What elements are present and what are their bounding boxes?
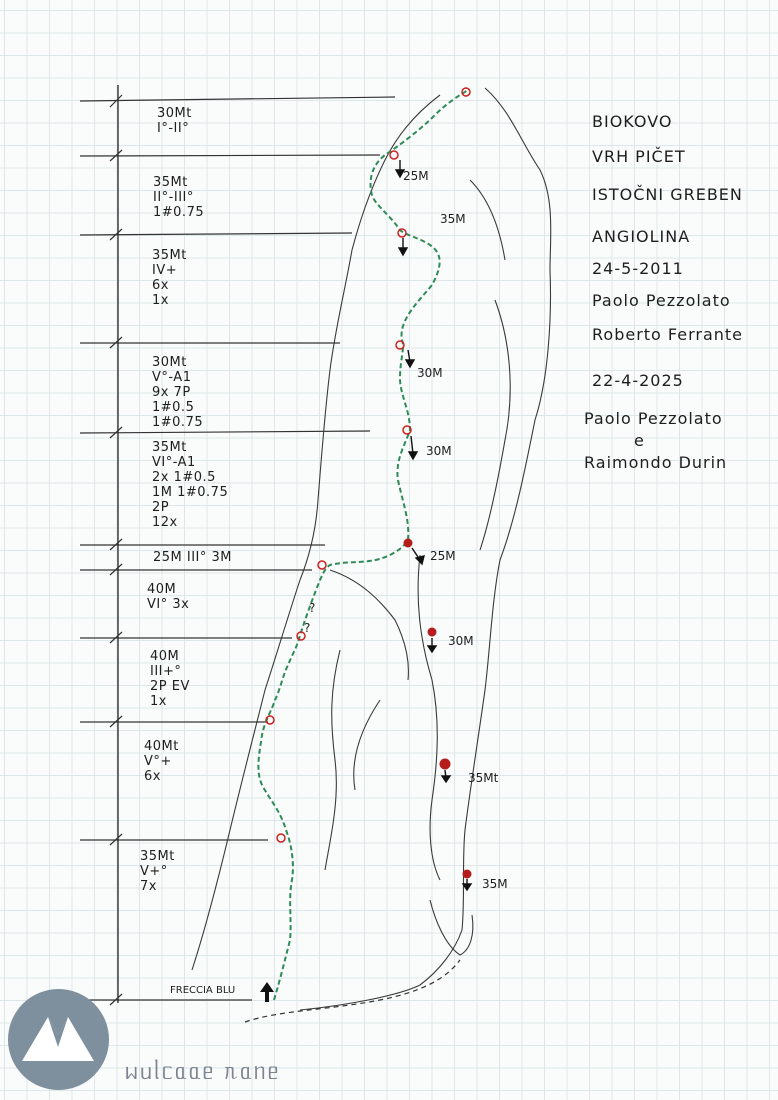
title-line: Roberto Ferrante xyxy=(592,325,744,344)
belay-open xyxy=(389,150,399,160)
title-line: 22-4-2025 xyxy=(592,371,684,390)
title-line: 24-5-2011 xyxy=(592,259,684,278)
belay-open xyxy=(317,560,327,570)
legend-separators xyxy=(79,96,396,1001)
logo-mountain-icon xyxy=(8,989,109,1090)
belay-stations xyxy=(265,87,471,843)
title-line: ISTOČNI GREBEN xyxy=(592,185,743,204)
start-arrow-icon xyxy=(260,982,274,1002)
belay-open xyxy=(276,833,286,843)
pitch-6: 25M III° 3M xyxy=(153,550,233,565)
belay-filled xyxy=(439,758,451,770)
title-line: Paolo Pezzolato xyxy=(584,409,723,428)
title-line: Raimondo Durin xyxy=(584,453,728,472)
topo-mark: ? xyxy=(309,601,316,615)
belay-open xyxy=(397,228,407,238)
belay-filled xyxy=(427,627,437,637)
title-line: Paolo Pezzolato xyxy=(592,291,731,310)
rappel-length: 25M xyxy=(403,169,429,183)
rappel-length: 35M xyxy=(440,212,466,226)
rappel-length: 25M xyxy=(430,549,456,563)
belay-filled xyxy=(462,869,472,879)
belay-open xyxy=(265,715,275,725)
descent-arrows xyxy=(394,160,473,892)
title-line: VRH PIČET xyxy=(592,147,686,166)
belay-open xyxy=(402,425,412,435)
title-line: ANGIOLINA xyxy=(592,227,691,246)
belay-open xyxy=(461,87,471,97)
legend-ticks xyxy=(109,94,123,1006)
rappel-length: 30M xyxy=(448,634,474,648)
rappel-length: 30M xyxy=(417,366,443,380)
route-line xyxy=(257,89,469,1001)
belay-filled xyxy=(403,538,413,548)
belay-stations-filled xyxy=(403,538,472,879)
belay-open xyxy=(395,340,405,350)
logo-wordmark: ᥕᥙᥣᥴᥲᥲᥱ ᥰᥲᥒᥱ xyxy=(125,1060,281,1085)
start-path xyxy=(244,959,461,1023)
title-line: BIOKOVO xyxy=(592,112,673,131)
belay-open xyxy=(296,631,306,641)
topo-mark: ? xyxy=(304,621,311,635)
rappel-length: 35Mt xyxy=(468,771,499,785)
rappel-length: 30M xyxy=(426,444,452,458)
rappel-length: 35M xyxy=(482,877,508,891)
start-label: FRECCIA BLU xyxy=(170,985,236,996)
rock-outlines xyxy=(191,87,552,1011)
title-line: e xyxy=(634,431,645,450)
